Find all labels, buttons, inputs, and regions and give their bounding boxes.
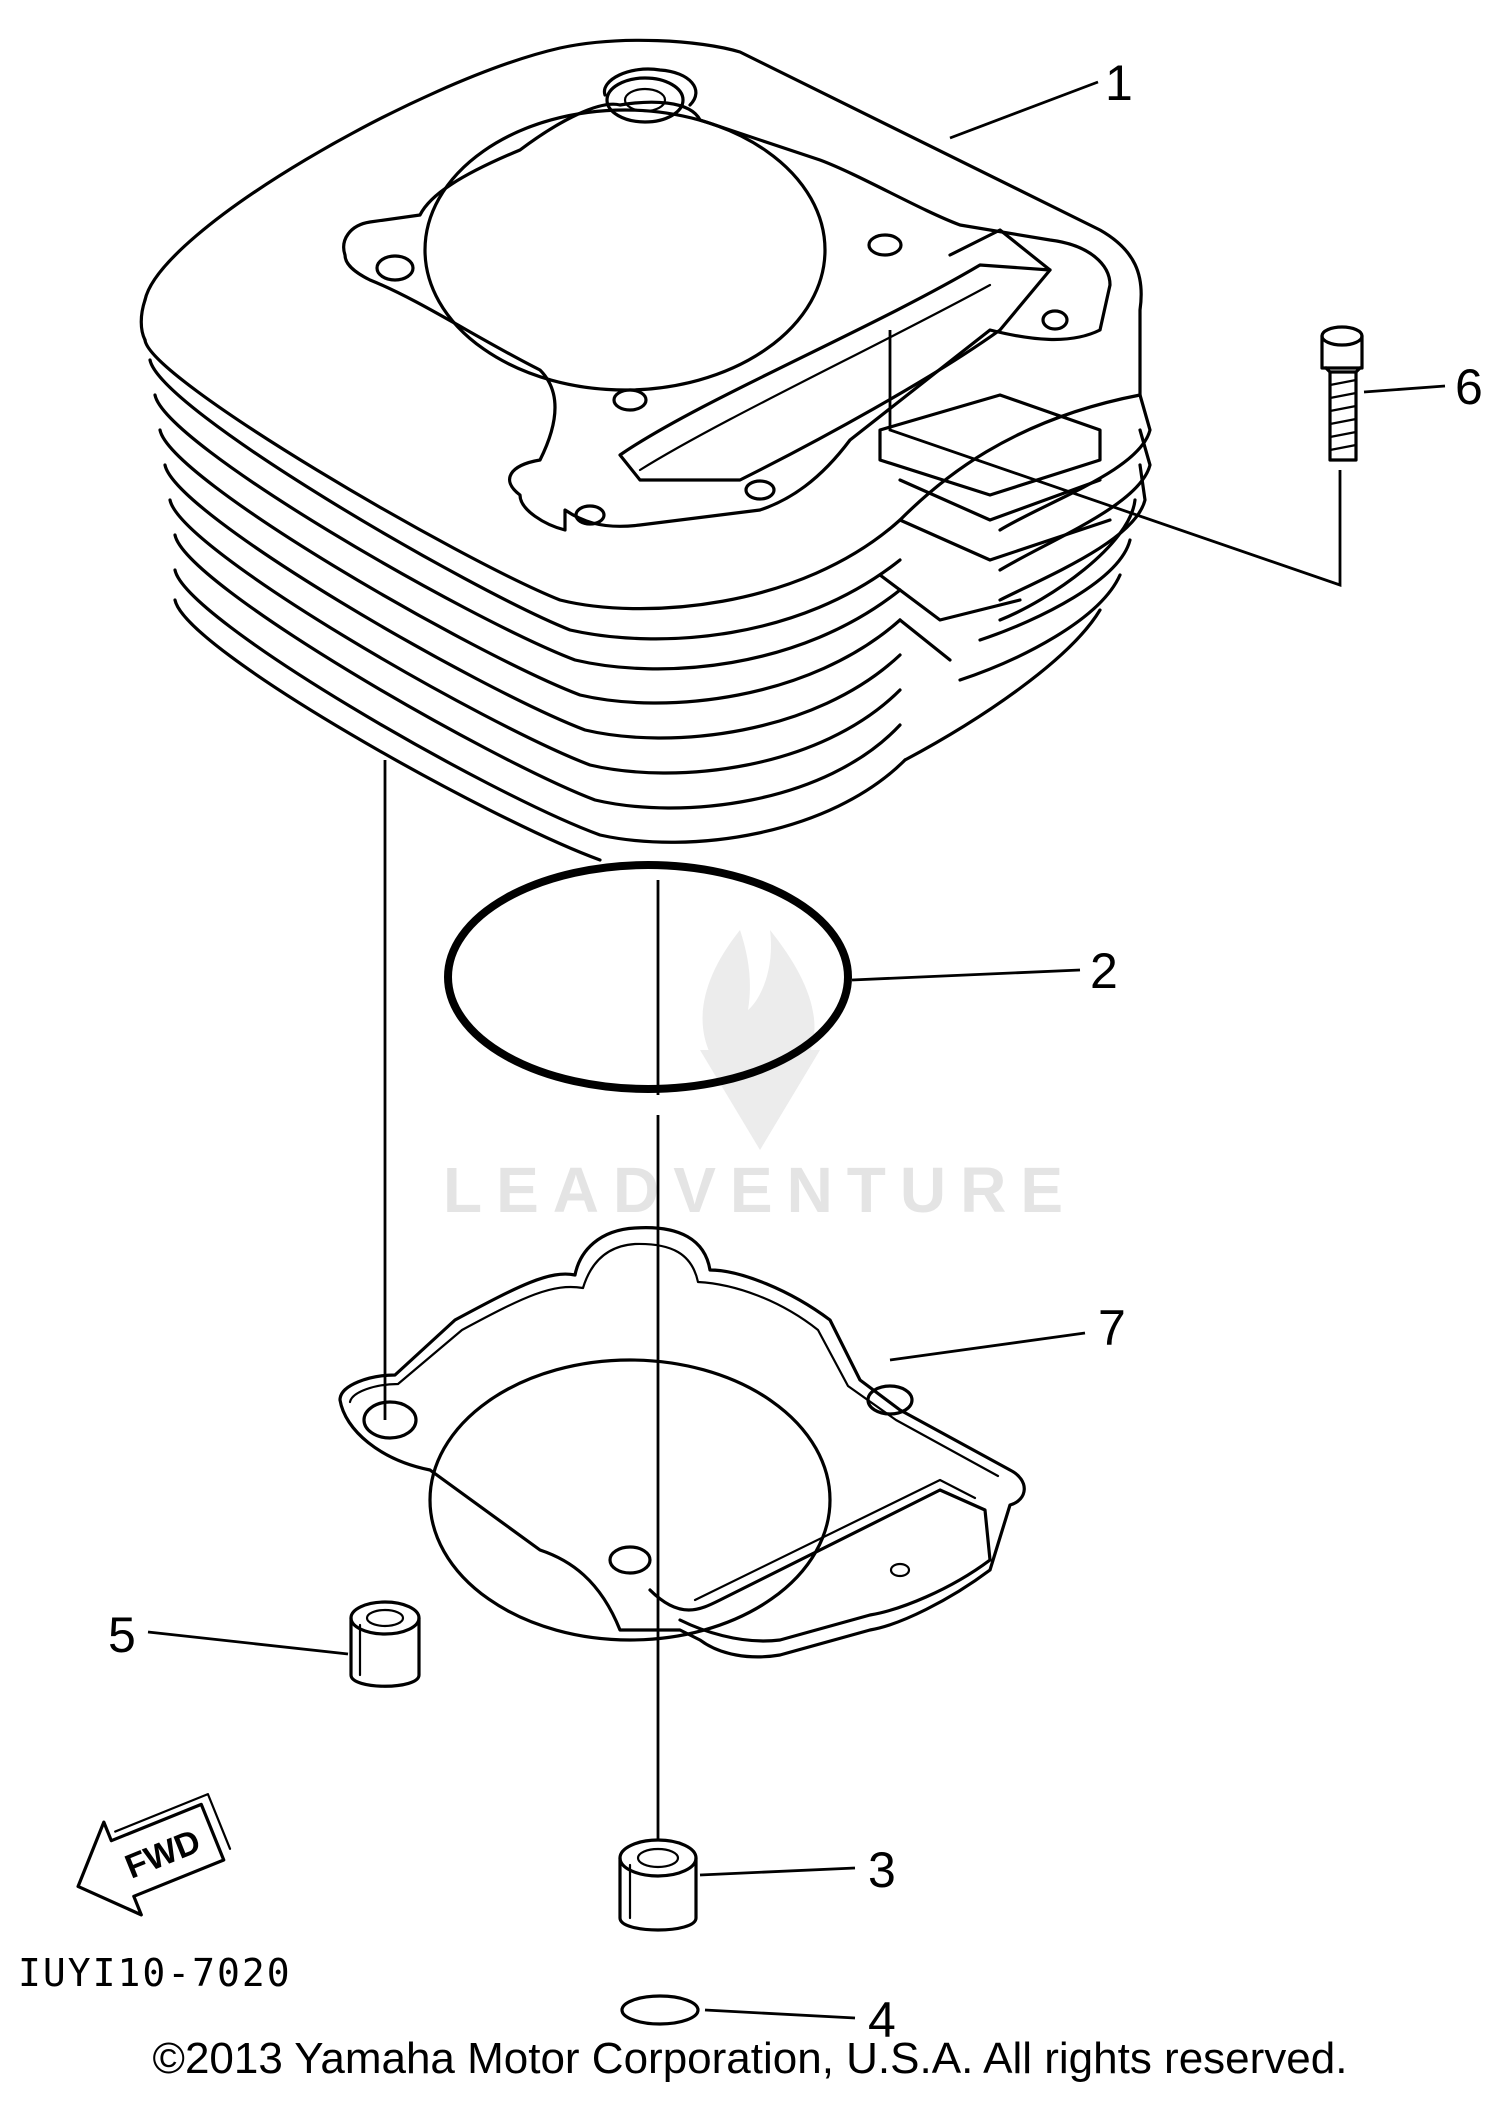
callout-1: 1 [1105, 55, 1133, 111]
callout-5: 5 [108, 1607, 136, 1663]
watermark-text: LEADVENTURE [443, 1154, 1077, 1226]
callout-7: 7 [1098, 1300, 1126, 1356]
small-o-ring-drawing [620, 1994, 700, 2026]
bolt-drawing [1320, 325, 1364, 462]
gasket-drawing [338, 1226, 1026, 1659]
leader-line-1 [949, 80, 1099, 140]
callout-2: 2 [1090, 943, 1118, 999]
callout-3: 3 [868, 1842, 896, 1898]
bolt-alignment-line [888, 330, 1342, 587]
leader-line-3 [699, 1866, 856, 1877]
o-ring-drawing [444, 861, 852, 1093]
leader-line-5 [147, 1630, 349, 1656]
dowel-pin-right-drawing [618, 1838, 698, 1932]
fwd-arrow-icon: FWD [76, 1793, 232, 1917]
leader-line-6 [1363, 384, 1446, 394]
dowel-pin-left-drawing [349, 1600, 421, 1688]
leader-line-4 [704, 2008, 856, 2020]
watermark-logo [700, 930, 820, 1150]
callout-6: 6 [1455, 359, 1483, 415]
drawing-code: IUYI10-7020 [18, 1951, 292, 1995]
leader-line-7 [889, 1331, 1086, 1362]
copyright-notice: ©2013 Yamaha Motor Corporation, U.S.A. A… [152, 2034, 1348, 2083]
cylinder-drawing [139, 38, 1152, 862]
leader-line-2 [851, 968, 1081, 982]
callout-4: 4 [868, 1992, 896, 2048]
